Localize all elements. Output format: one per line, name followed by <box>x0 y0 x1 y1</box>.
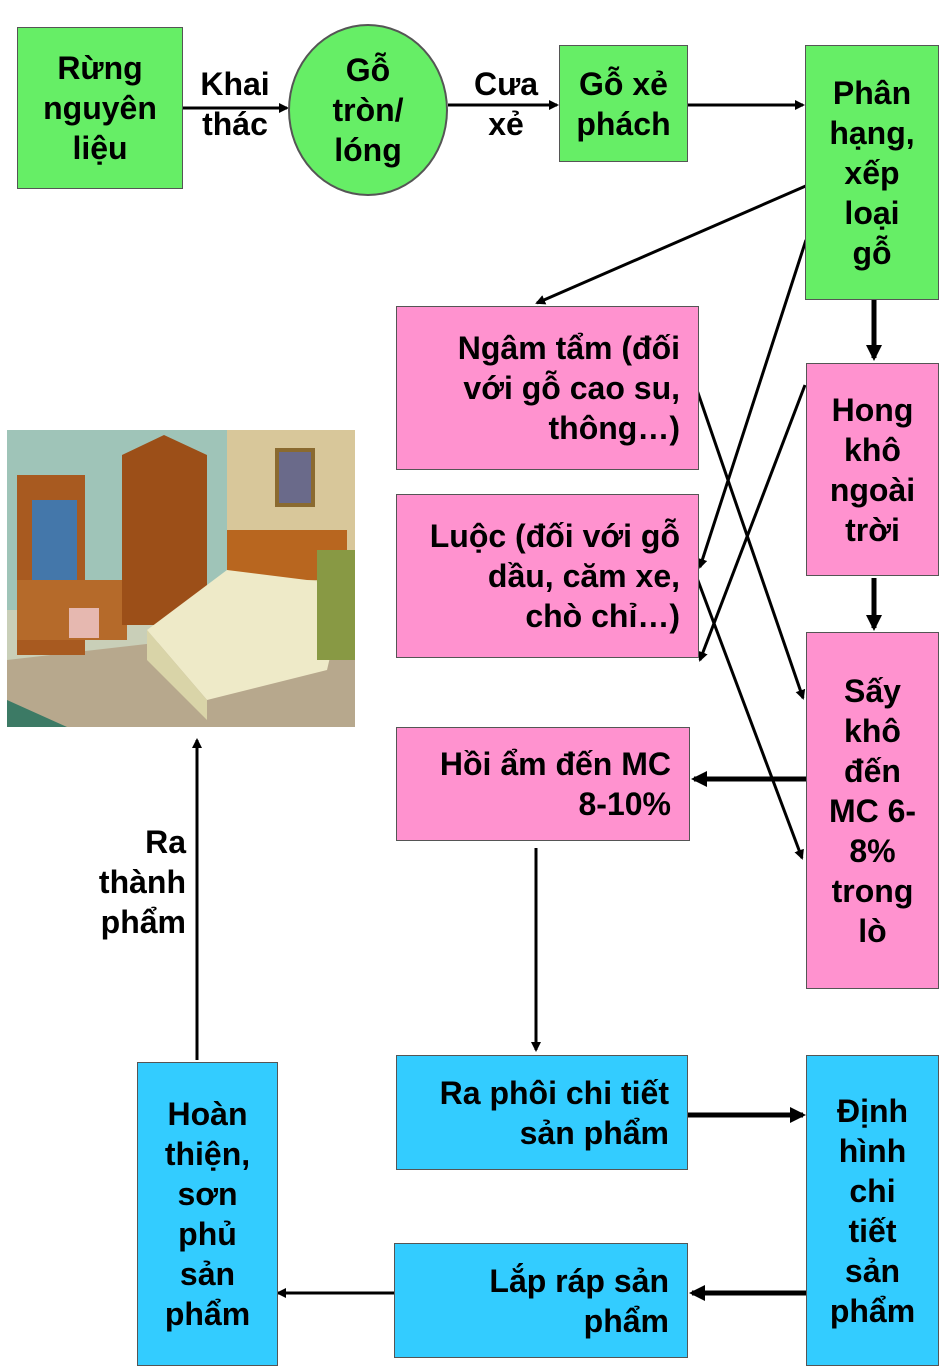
label-khai-thac: Khai thác <box>200 66 270 142</box>
node-phan-hang-xep-loai-go: Phân hạng, xếp loại gỗ <box>805 45 939 300</box>
node-say-kho-trong-lo: Sấy khô đến MC 6- 8% trong lò <box>806 632 939 989</box>
arrow-luoc-to-say-kho <box>695 577 804 860</box>
node-rung-nguyen-lieu: Rừng nguyên liệu <box>17 27 183 189</box>
node-ra-phoi-chi-tiet: Ra phôi chi tiết sản phẩm <box>396 1055 688 1170</box>
node-hoan-thien-son-phu: Hoàn thiện, sơn phủ sản phẩm <box>137 1062 278 1366</box>
arrow-hong-kho-to-luoc <box>698 384 807 662</box>
node-go-tron-long: Gỗ tròn/ lóng <box>288 24 448 196</box>
node-ngam-tam: Ngâm tẩm (đối với gỗ cao su, thông…) <box>396 306 699 470</box>
arrow-phan-hang-to-luoc <box>697 239 808 569</box>
node-hoi-am: Hồi ẩm đến MC 8-10% <box>396 727 690 841</box>
arrow-ngam-tam-to-say-kho <box>695 389 806 700</box>
node-lap-rap-san-pham: Lắp ráp sản phẩm <box>394 1243 688 1358</box>
node-dinh-hinh-chi-tiet: Định hình chi tiết sản phẩm <box>806 1055 939 1366</box>
arrow-phan-hang-to-ngam-tam <box>535 183 809 305</box>
label-ra-thanh-pham: Ra thành phẩm <box>98 824 186 940</box>
bedroom-furniture-photo <box>7 430 355 727</box>
node-go-xe-phach: Gỗ xẻ phách <box>559 45 688 162</box>
node-hong-kho-ngoai-troi: Hong khô ngoài trời <box>806 363 939 576</box>
label-cua-xe: Cưa xẻ <box>473 66 539 142</box>
node-luoc: Luộc (đối với gỗ dầu, căm xe, chò chỉ…) <box>396 494 699 658</box>
